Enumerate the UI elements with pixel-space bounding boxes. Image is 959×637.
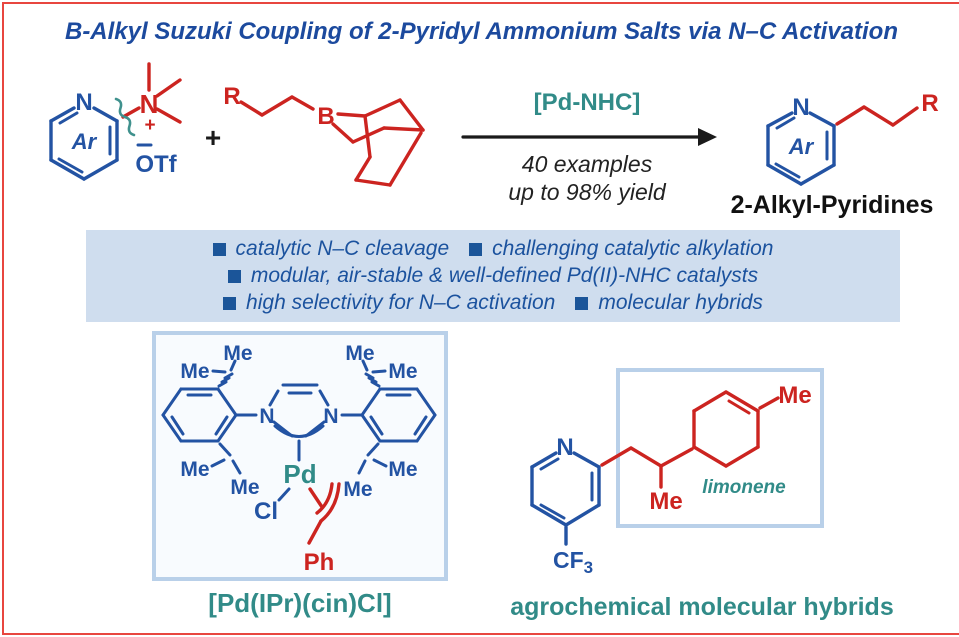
pyridine-ring xyxy=(49,106,119,181)
highlight-text: challenging catalytic alkylation xyxy=(492,237,774,260)
alkyl-borane-structure: R B xyxy=(223,83,425,187)
alkyl-chain xyxy=(239,95,315,117)
bullet-square-icon xyxy=(227,270,241,283)
product-caption: 2-Alkyl-Pyridines xyxy=(730,191,934,219)
ring-nitrogen-label: N xyxy=(75,89,92,116)
limonene-fragment-panel xyxy=(616,368,824,528)
bullet-square-icon xyxy=(212,243,226,256)
highlight-segment: molecular hybrids xyxy=(575,291,763,315)
highlight-text: modular, air-stable & well-defined Pd(II… xyxy=(250,264,759,287)
product-structure: N Ar R xyxy=(766,90,939,186)
triflate-label: OTf xyxy=(135,151,177,178)
catalyst-name-label: [Pd(IPr)(cin)Cl] xyxy=(208,588,392,618)
cf3-label: CF3 xyxy=(553,547,593,577)
plus-sign: + xyxy=(205,122,221,153)
ring-nitrogen-label: N xyxy=(792,94,809,121)
pyridine-ring xyxy=(530,451,601,546)
yield-label: up to 98% yield xyxy=(508,179,666,205)
pyridinium-ammonium-structure: N Ar N + OTf xyxy=(49,62,182,181)
figure-title: B-Alkyl Suzuki Coupling of 2-Pyridyl Amm… xyxy=(64,18,898,45)
hybrid-caption: agrochemical molecular hybrids xyxy=(510,593,894,621)
bond-cleavage-squiggle-icon xyxy=(114,97,136,137)
aryl-label: Ar xyxy=(71,129,98,154)
highlight-segment: catalytic N–C cleavage xyxy=(212,237,450,261)
catalyst-condition-label: [Pd-NHC] xyxy=(533,89,641,116)
bbn-bicycle xyxy=(331,98,425,187)
highlight-segment: challenging catalytic alkylation xyxy=(469,237,773,261)
reaction-arrow xyxy=(461,128,717,146)
highlight-row: modular, air-stable & well-defined Pd(II… xyxy=(86,264,900,288)
highlight-text: high selectivity for N–C activation xyxy=(246,291,556,314)
pyridine-ring xyxy=(766,111,836,186)
r-group-label: R xyxy=(921,90,938,117)
bullet-square-icon xyxy=(575,297,589,310)
ammonium-nitrogen-label: N xyxy=(140,89,159,119)
highlight-text: molecular hybrids xyxy=(598,291,763,314)
ring-nitrogen-label: N xyxy=(556,434,573,461)
alkyl-chain xyxy=(835,105,919,127)
n-c-bond xyxy=(121,106,141,119)
r-group-label: R xyxy=(223,83,240,110)
plus-charge-label: + xyxy=(144,115,155,136)
highlight-row: catalytic N–C cleavage challenging catal… xyxy=(86,237,900,261)
boron-label: B xyxy=(317,103,334,130)
examples-count-label: 40 examples xyxy=(521,151,653,177)
highlight-row: high selectivity for N–C activation mole… xyxy=(86,291,900,315)
highlight-text: catalytic N–C cleavage xyxy=(235,237,450,260)
trimethylammonium-group xyxy=(147,62,182,124)
highlight-segment: high selectivity for N–C activation xyxy=(223,291,555,315)
aryl-label: Ar xyxy=(788,134,815,159)
catalyst-panel xyxy=(152,331,448,581)
bullet-square-icon xyxy=(469,243,483,256)
highlight-segment: modular, air-stable & well-defined Pd(II… xyxy=(227,264,759,288)
bullet-square-icon xyxy=(223,297,237,310)
highlights-panel: catalytic N–C cleavage challenging catal… xyxy=(86,230,900,322)
